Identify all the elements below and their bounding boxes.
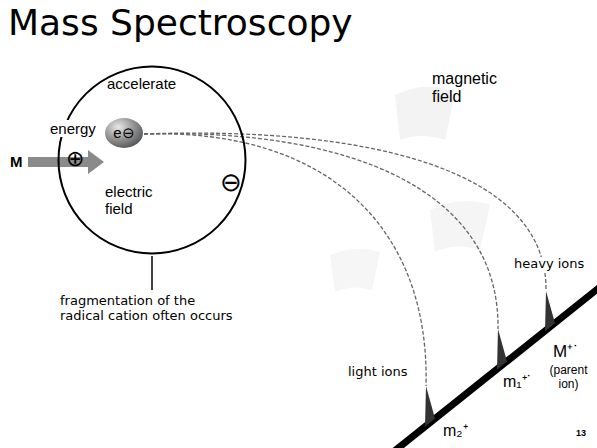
page-number: 13 <box>576 428 586 438</box>
negative-electrode: ⊖ <box>220 168 242 198</box>
leader-line <box>151 256 153 290</box>
peak-note: (parent ion) <box>543 364 594 392</box>
electron-ball: e⊖ <box>104 117 144 149</box>
peak-label: M⁺˙ <box>553 342 579 362</box>
detector-plate <box>392 287 597 448</box>
positive-electrode: ⊕ <box>66 146 84 171</box>
field-label: magnetic field <box>432 70 512 107</box>
peak-label: m₁⁺˙ <box>503 373 532 391</box>
note-text: fragmentation of the radical cation ofte… <box>60 294 238 324</box>
peak-label: m₂⁺ <box>443 422 468 440</box>
region-label: electric field <box>105 183 165 218</box>
circle-outline <box>57 65 247 255</box>
electron-symbol: e⊖ <box>113 124 134 141</box>
slide-title: Mass Spectroscopy <box>8 2 353 43</box>
region-label: accelerate <box>107 75 176 92</box>
detector-peaks <box>425 291 555 427</box>
ion-source-circle: accelerate electric field e⊖ <box>57 65 247 255</box>
ion-paths <box>144 133 546 386</box>
molecule-symbol: M <box>10 153 23 170</box>
magnetic-field-shading <box>330 87 490 292</box>
ion-label: heavy ions <box>512 257 586 272</box>
energy-label: energy <box>48 120 98 137</box>
ion-label: light ions <box>348 365 408 380</box>
